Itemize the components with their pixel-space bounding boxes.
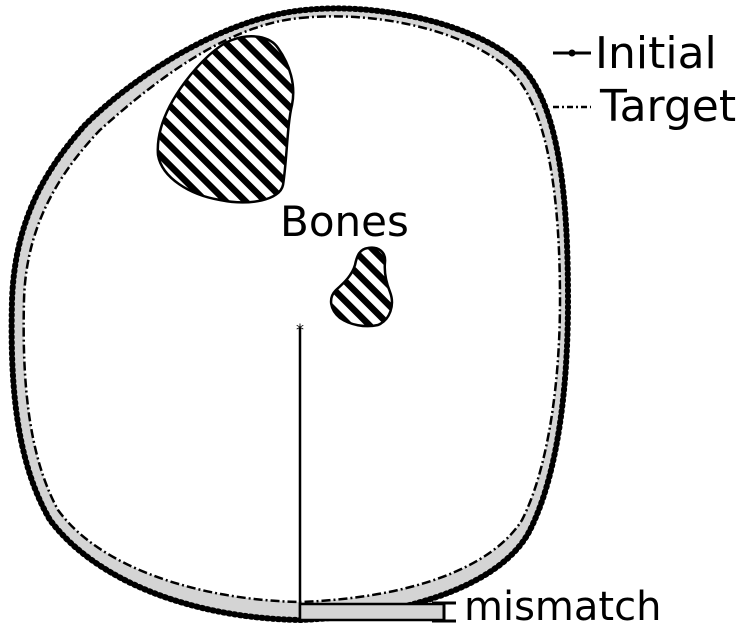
- legend-initial-marker-icon: [569, 50, 576, 57]
- mismatch-label: mismatch: [464, 584, 661, 627]
- center-marker-icon: *: [296, 320, 304, 339]
- legend-target-label: Target: [599, 81, 736, 132]
- legend-initial-label: Initial: [595, 28, 717, 79]
- mismatch-callout-box: [300, 604, 444, 620]
- bones-label: Bones: [280, 197, 409, 246]
